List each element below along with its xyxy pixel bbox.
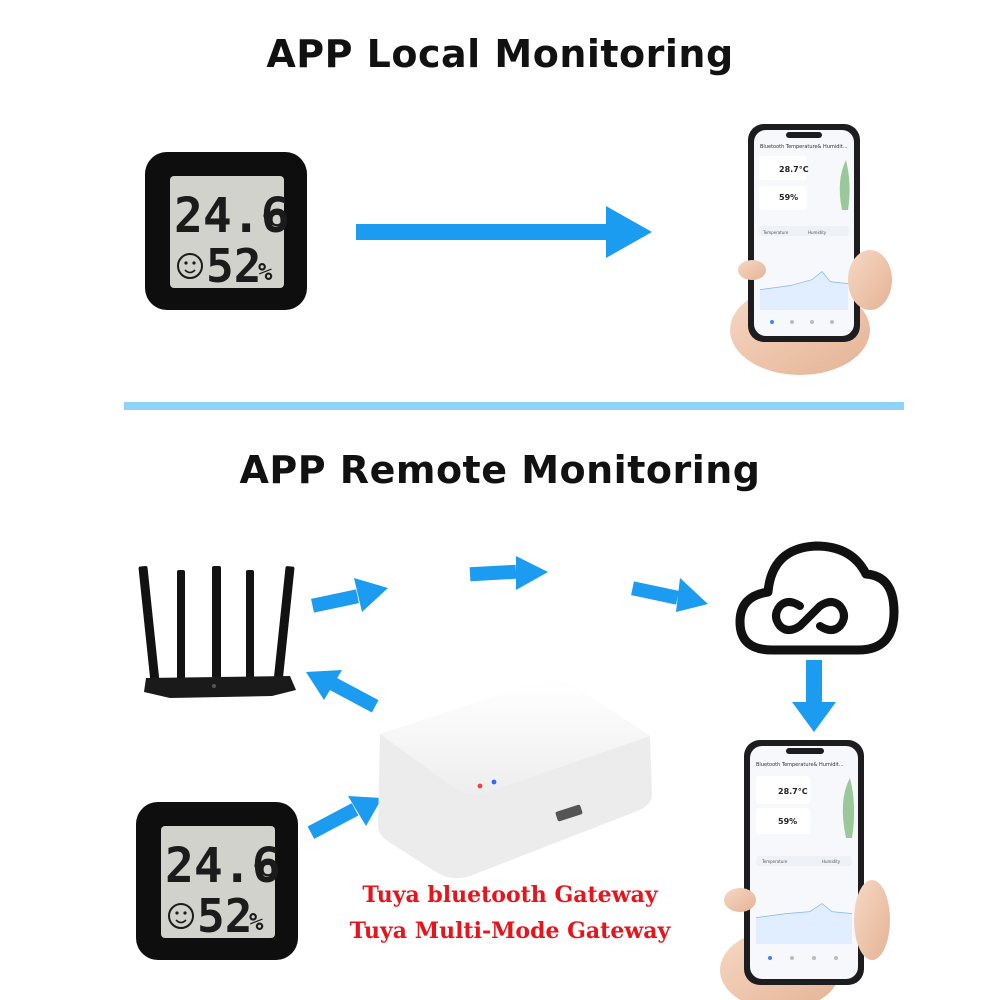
local-monitoring-title: APP Local Monitoring [266, 32, 734, 76]
router-icon [138, 565, 296, 698]
gateway-label-bluetooth: Tuya bluetooth Gateway [362, 882, 658, 908]
face-icon [168, 903, 194, 929]
arrow-router-to-cloud-1 [311, 578, 388, 613]
remote-monitoring-title: APP Remote Monitoring [239, 448, 761, 492]
phone-temperature: 28.7°C [778, 787, 808, 796]
section-divider [124, 402, 904, 410]
arrow-local-icon [356, 206, 652, 258]
sensor-humidity-unit: % [249, 908, 264, 936]
sensor-temperature: 24.6 [174, 188, 290, 244]
phone-icon: Bluetooth Temperature& Humidit... 28.7°C… [720, 740, 890, 1000]
tab-temperature: Temperature [762, 230, 789, 235]
sensor-temp-unit: ℃ [262, 210, 282, 231]
tab-temperature: Temperature [761, 859, 788, 864]
cloud-infinity-icon [735, 541, 899, 655]
sensor-temp-unit: ℃ [253, 860, 273, 881]
arrow-gateway-to-router [306, 670, 379, 713]
tab-humidity: Humidity [822, 859, 841, 864]
phone-temperature: 28.7°C [779, 165, 809, 174]
arrow-router-to-cloud-2 [469, 556, 548, 590]
sensor-humidity: 52 [206, 239, 261, 293]
gateway-label-multimode: Tuya Multi-Mode Gateway [349, 918, 671, 944]
tab-humidity: Humidity [808, 230, 827, 235]
thermometer-hygrometer-icon: 24.6 ℃ 52 % [145, 152, 307, 310]
arrow-cloud-to-phone [792, 660, 836, 732]
phone-icon: Bluetooth Temperature& Humidit... 28.7°C… [730, 124, 892, 375]
app-title: Bluetooth Temperature& Humidit... [756, 762, 844, 768]
phone-humidity: 59% [778, 817, 797, 826]
sensor-humidity-unit: % [258, 258, 273, 286]
arrow-router-to-cloud-3 [631, 578, 708, 612]
app-title: Bluetooth Temperature& Humidit... [760, 144, 848, 150]
phone-humidity: 59% [779, 193, 798, 202]
gateway-hub-icon [378, 681, 652, 879]
thermometer-hygrometer-icon: 24.6 ℃ 52 % [136, 802, 298, 960]
face-icon [177, 253, 203, 279]
sensor-temperature: 24.6 [165, 838, 281, 894]
sensor-humidity: 52 [197, 889, 252, 943]
arrow-sensor-to-gateway [307, 796, 382, 839]
